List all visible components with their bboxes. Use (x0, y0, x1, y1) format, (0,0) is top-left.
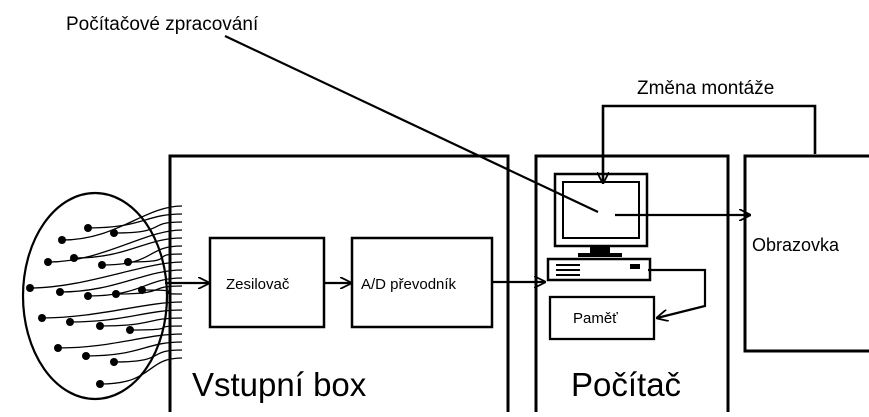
electrode (110, 229, 118, 237)
electrode (58, 236, 66, 244)
electrode (26, 284, 34, 292)
electrode (84, 292, 92, 300)
electrode (110, 358, 118, 366)
amplifier-label: Zesilovač (226, 276, 290, 293)
electrode (112, 290, 120, 298)
electrode (38, 314, 46, 322)
electrode (96, 380, 104, 388)
electrode (66, 318, 74, 326)
montage-change-label: Změna montáže (637, 78, 774, 99)
electrode (98, 261, 106, 269)
head-electrodes (23, 193, 182, 399)
electrode (70, 254, 78, 262)
computer-icon (548, 174, 650, 280)
electrode (96, 322, 104, 330)
electrode (124, 258, 132, 266)
electrode (56, 288, 64, 296)
monitor-neck (590, 246, 610, 253)
electrode (138, 286, 146, 294)
electrode (44, 258, 52, 266)
monitor-stand (578, 253, 622, 257)
computer-processing-label: Počítačové zpracování (66, 14, 259, 35)
monitor-screen (563, 182, 639, 238)
computer-label: Počítač (571, 366, 681, 403)
display-label: Obrazovka (752, 235, 840, 255)
electrode (82, 352, 90, 360)
electrode (84, 224, 92, 232)
electrode (126, 326, 134, 334)
input-box-label: Vstupní box (192, 366, 367, 403)
memory-label: Paměť (573, 310, 618, 327)
electrode (54, 344, 62, 352)
ad-converter-label: A/D převodník (361, 276, 457, 293)
